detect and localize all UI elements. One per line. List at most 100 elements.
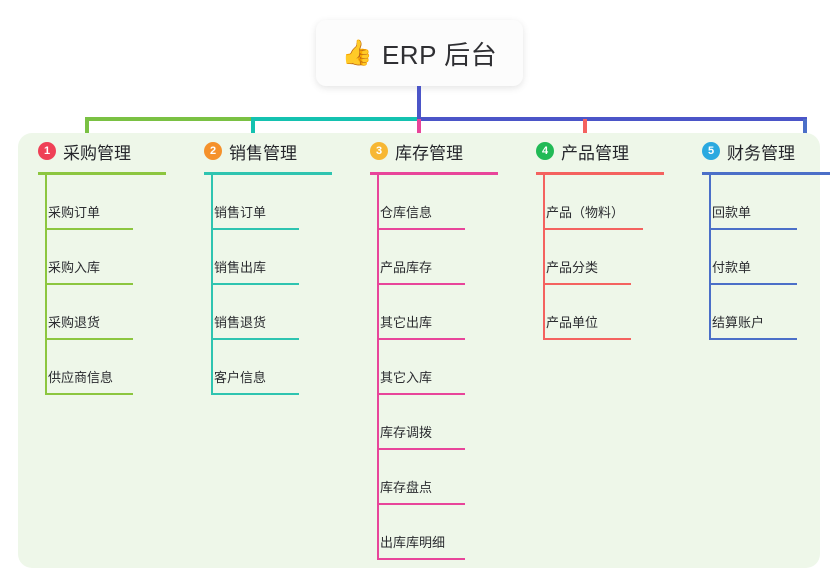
branch-item[interactable]: 其它出库 xyxy=(350,285,510,340)
branch-item[interactable]: 付款单 xyxy=(682,230,839,285)
root-node-label: ERP 后台 xyxy=(381,39,498,70)
branch-title: 产品管理 xyxy=(561,143,629,163)
branch-item-rule xyxy=(211,338,299,340)
branch-item[interactable]: 库存调拨 xyxy=(350,395,510,450)
branch-item[interactable]: 库存盘点 xyxy=(350,450,510,505)
branch-item[interactable]: 供应商信息 xyxy=(18,340,178,395)
drop-3 xyxy=(417,119,421,143)
branch-item[interactable]: 客户信息 xyxy=(184,340,344,395)
branch-header-rule xyxy=(370,172,498,175)
branch-item[interactable]: 采购订单 xyxy=(18,175,178,230)
branch-item-label: 回款单 xyxy=(712,205,752,220)
branch-item[interactable]: 仓库信息 xyxy=(350,175,510,230)
branch-item-label: 销售订单 xyxy=(214,205,267,220)
branch-item-rule xyxy=(709,338,797,340)
branch-item-rule xyxy=(709,283,797,285)
branch-item-label: 其它入库 xyxy=(380,370,433,385)
branch-item-rule xyxy=(377,558,465,560)
branch-item-label: 产品（物料） xyxy=(546,205,625,220)
branch-item-rule xyxy=(543,338,631,340)
branch-number-badge: 4 xyxy=(536,142,554,160)
branch-spine xyxy=(45,175,47,395)
branch-item-rule xyxy=(45,338,133,340)
branch-item-rule xyxy=(45,228,133,230)
drop-1 xyxy=(85,119,89,143)
branch-item-label: 库存盘点 xyxy=(380,480,433,495)
branch-item-rule xyxy=(45,393,133,395)
branch-items: 产品（物料） 产品分类产品单位 xyxy=(516,175,676,340)
branch-item[interactable]: 产品（物料） xyxy=(516,175,676,230)
branch-item[interactable]: 回款单 xyxy=(682,175,839,230)
branch-item-label: 销售退货 xyxy=(214,315,267,330)
branch-item-rule xyxy=(211,283,299,285)
branch-header-rule xyxy=(38,172,166,175)
branch-item-rule xyxy=(211,393,299,395)
branch-item[interactable]: 出库库明细 xyxy=(350,505,510,560)
branch-item-rule xyxy=(45,283,133,285)
branch-items: 销售订单销售出库销售退货客户信息 xyxy=(184,175,344,395)
branch-title: 库存管理 xyxy=(395,143,463,163)
branch-item-label: 产品分类 xyxy=(546,260,599,275)
branch-number-badge: 1 xyxy=(38,142,56,160)
branch-header-rule xyxy=(536,172,664,175)
branch-item[interactable]: 产品库存 xyxy=(350,230,510,285)
branch-item-label: 采购退货 xyxy=(48,315,101,330)
branch-header-purchasing[interactable]: 1 采购管理 xyxy=(18,133,178,169)
branch-column-inventory: 3 库存管理仓库信息产品库存其它出库其它入库库存调拨库存盘点出库库明细 xyxy=(350,133,510,560)
branch-spine xyxy=(709,175,711,340)
branch-item-label: 其它出库 xyxy=(380,315,433,330)
branch-item[interactable]: 产品分类 xyxy=(516,230,676,285)
branch-item[interactable]: 销售出库 xyxy=(184,230,344,285)
bus-green xyxy=(85,117,253,121)
drop-4 xyxy=(583,119,587,143)
branch-spine xyxy=(543,175,545,340)
branch-spine xyxy=(377,175,379,560)
branch-item-rule xyxy=(377,338,465,340)
drop-5 xyxy=(803,119,807,143)
branch-item[interactable]: 销售退货 xyxy=(184,285,344,340)
branch-item-rule xyxy=(377,283,465,285)
branch-header-product[interactable]: 4 产品管理 xyxy=(516,133,676,169)
branch-item[interactable]: 结算账户 xyxy=(682,285,839,340)
branch-item-label: 客户信息 xyxy=(214,370,267,385)
branch-title: 采购管理 xyxy=(63,143,131,163)
branch-header-rule xyxy=(702,172,830,175)
branch-item-rule xyxy=(543,283,631,285)
bus-indigo xyxy=(417,117,807,121)
branch-item-label: 结算账户 xyxy=(712,315,765,330)
branch-items: 采购订单采购入库采购退货供应商信息 xyxy=(18,175,178,395)
branch-item[interactable]: 采购入库 xyxy=(18,230,178,285)
branch-item[interactable]: 销售订单 xyxy=(184,175,344,230)
branch-header-rule xyxy=(204,172,332,175)
drop-2 xyxy=(251,119,255,143)
root-trunk-connector xyxy=(417,86,421,120)
branch-spine xyxy=(211,175,213,395)
branch-item-rule xyxy=(377,393,465,395)
branch-title: 财务管理 xyxy=(727,143,795,163)
branch-title: 销售管理 xyxy=(229,143,297,163)
branch-item-rule xyxy=(377,228,465,230)
branch-item[interactable]: 其它入库 xyxy=(350,340,510,395)
branch-item-rule xyxy=(377,448,465,450)
branch-number-badge: 3 xyxy=(370,142,388,160)
branch-item-label: 采购订单 xyxy=(48,205,101,220)
branch-item-label: 仓库信息 xyxy=(380,205,433,220)
thumbs-up-icon: 👍 xyxy=(341,38,373,67)
branch-item-label: 出库库明细 xyxy=(380,535,446,550)
branch-item-label: 产品单位 xyxy=(546,315,599,330)
branch-item-label: 付款单 xyxy=(712,260,752,275)
branch-item-rule xyxy=(709,228,797,230)
branch-items: 仓库信息产品库存其它出库其它入库库存调拨库存盘点出库库明细 xyxy=(350,175,510,560)
bus-teal xyxy=(251,117,419,121)
root-node[interactable]: 👍 ERP 后台 xyxy=(316,20,523,86)
branch-item[interactable]: 采购退货 xyxy=(18,285,178,340)
branch-item[interactable]: 产品单位 xyxy=(516,285,676,340)
branch-column-product: 4 产品管理产品（物料） 产品分类产品单位 xyxy=(516,133,676,340)
branch-header-inventory[interactable]: 3 库存管理 xyxy=(350,133,510,169)
branch-item-rule xyxy=(377,503,465,505)
